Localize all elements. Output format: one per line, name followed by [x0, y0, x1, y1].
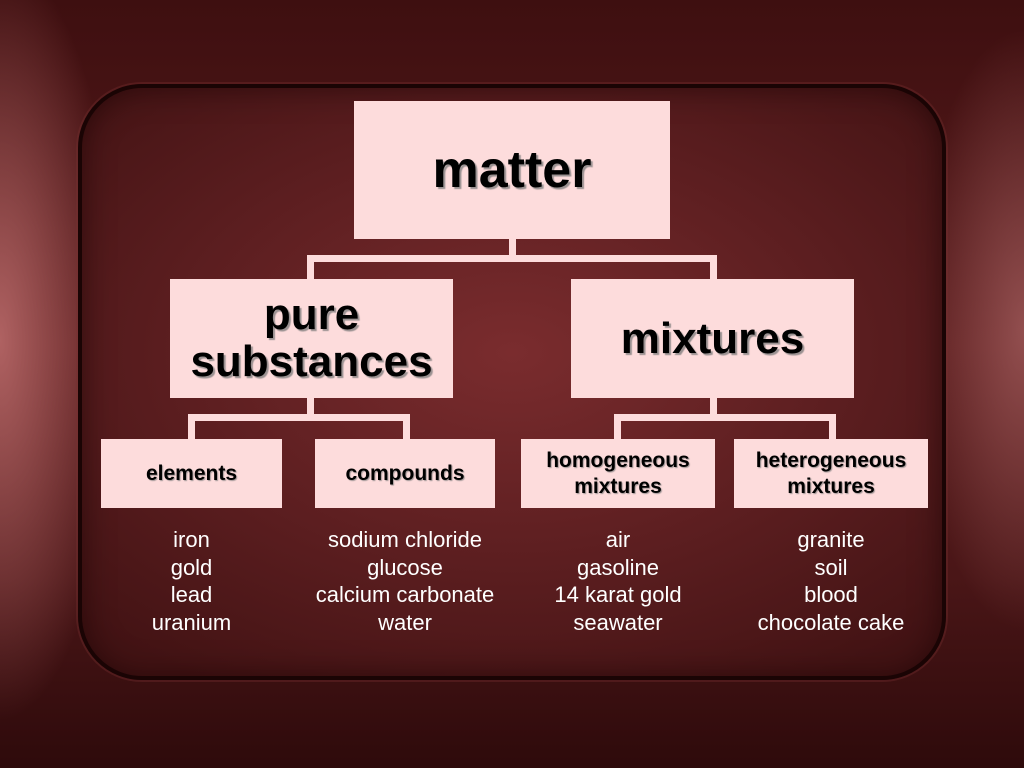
example-item: soil — [814, 554, 848, 580]
elements-label: elements — [145, 461, 238, 485]
example-item: sodium chloride — [327, 527, 483, 552]
example-item: gasoline — [577, 554, 659, 580]
connector-matter-stem — [509, 239, 516, 255]
homogeneous-mixtures-node: homogeneous mixtures — [521, 439, 715, 508]
connector-elements-drop — [188, 414, 195, 439]
elements-examples: iron gold lead uranium — [101, 526, 282, 636]
example-item: glucose — [367, 554, 443, 580]
connector-compounds-drop — [403, 414, 410, 439]
example-item: gold — [170, 554, 213, 580]
connector-mixtures-bar — [614, 414, 836, 421]
connector-pure-drop — [307, 255, 314, 279]
example-item: lead — [170, 582, 213, 607]
heterogeneous-mixtures-examples: granite soil blood chocolate cake — [721, 526, 941, 636]
example-item: blood — [804, 582, 858, 607]
elements-node: elements — [101, 439, 282, 508]
matter-node: matter — [354, 101, 670, 239]
connector-mixtures-stem — [710, 398, 717, 414]
example-item: chocolate cake — [757, 609, 905, 635]
compounds-examples: sodium chloride glucose calcium carbonat… — [285, 526, 525, 636]
connector-pure-bar — [188, 414, 410, 421]
mixtures-node: mixtures — [571, 279, 854, 398]
example-item: iron — [173, 527, 210, 552]
compounds-node: compounds — [315, 439, 495, 508]
connector-mixtures-drop — [710, 255, 717, 279]
example-item: seawater — [573, 609, 663, 635]
connector-homog-drop — [614, 414, 621, 439]
connector-pure-stem — [307, 398, 314, 414]
compounds-label: compounds — [345, 461, 465, 485]
pure-substances-label: pure substances — [190, 290, 433, 386]
example-item: calcium carbonate — [315, 582, 495, 607]
example-item: granite — [797, 527, 865, 552]
example-item: air — [605, 527, 631, 552]
homogeneous-mixtures-label: homogeneous mixtures — [546, 449, 690, 498]
example-item: uranium — [151, 609, 232, 635]
example-item: 14 karat gold — [554, 582, 682, 607]
mixtures-label: mixtures — [620, 313, 805, 363]
connector-heterog-drop — [829, 414, 836, 439]
heterogeneous-mixtures-label: heterogeneous mixtures — [755, 449, 907, 498]
heterogeneous-mixtures-node: heterogeneous mixtures — [734, 439, 928, 508]
example-item: water — [378, 609, 432, 635]
connector-level1-bar — [307, 255, 717, 262]
matter-label: matter — [432, 141, 592, 199]
pure-substances-node: pure substances — [170, 279, 453, 398]
homogeneous-mixtures-examples: air gasoline 14 karat gold seawater — [508, 526, 728, 636]
